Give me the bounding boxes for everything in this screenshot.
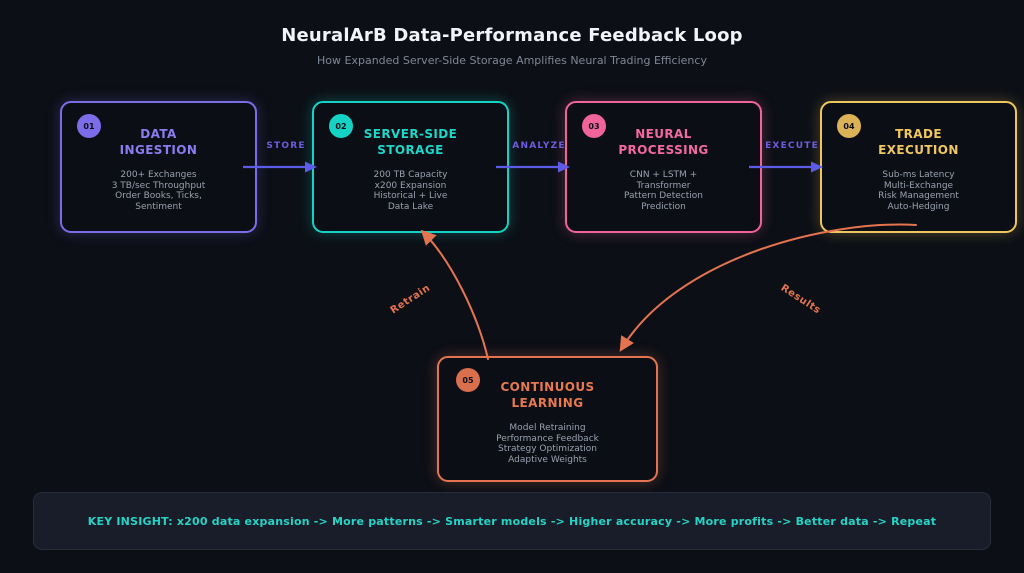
step-number-badge: 03 [582, 114, 606, 138]
node-details: Sub-ms Latency Multi-Exchange Risk Manag… [878, 170, 959, 212]
node-server-side-storage: 02 SERVER-SIDE STORAGE 200 TB Capacity x… [312, 101, 509, 233]
connector-label-execute: EXECUTE [765, 141, 819, 151]
step-number-badge: 05 [456, 368, 480, 392]
node-details: CNN + LSTM + Transformer Pattern Detecti… [624, 170, 703, 212]
connector-label-analyze: ANALYZE [512, 141, 566, 151]
node-continuous-learning: 05 CONTINUOUS LEARNING Model Retraining … [437, 356, 658, 482]
step-number-badge: 04 [837, 114, 861, 138]
node-title: SERVER-SIDE STORAGE [363, 127, 458, 157]
node-title: CONTINUOUS LEARNING [500, 380, 595, 410]
page-title: NeuralArB Data-Performance Feedback Loop [281, 25, 743, 46]
node-title: NEURAL PROCESSING [618, 127, 709, 157]
node-data-ingestion: 01 DATA INGESTION 200+ Exchanges 3 TB/se… [60, 101, 257, 233]
key-insight-text: KEY INSIGHT: x200 data expansion -> More… [87, 514, 937, 528]
page-subtitle: How Expanded Server-Side Storage Amplifi… [317, 54, 707, 67]
node-trade-execution: 04 TRADE EXECUTION Sub-ms Latency Multi-… [820, 101, 1017, 233]
node-title: DATA INGESTION [119, 127, 198, 157]
node-details: 200 TB Capacity x200 Expansion Historica… [373, 170, 448, 212]
step-number-badge: 02 [329, 114, 353, 138]
loop-arrow-retrain [420, 229, 489, 360]
step-number-badge: 01 [77, 114, 101, 138]
loop-arrow-results [619, 223, 917, 352]
key-insight-bar: KEY INSIGHT: x200 data expansion -> More… [33, 492, 991, 550]
node-details: Model Retraining Performance Feedback St… [496, 423, 599, 465]
loop-label-results: Results [778, 282, 823, 317]
connector-label-store: STORE [266, 141, 306, 151]
node-title: TRADE EXECUTION [878, 127, 959, 157]
loop-label-retrain: Retrain [388, 282, 433, 317]
node-neural-processing: 03 NEURAL PROCESSING CNN + LSTM + Transf… [565, 101, 762, 233]
node-details: 200+ Exchanges 3 TB/sec Throughput Order… [111, 170, 206, 212]
